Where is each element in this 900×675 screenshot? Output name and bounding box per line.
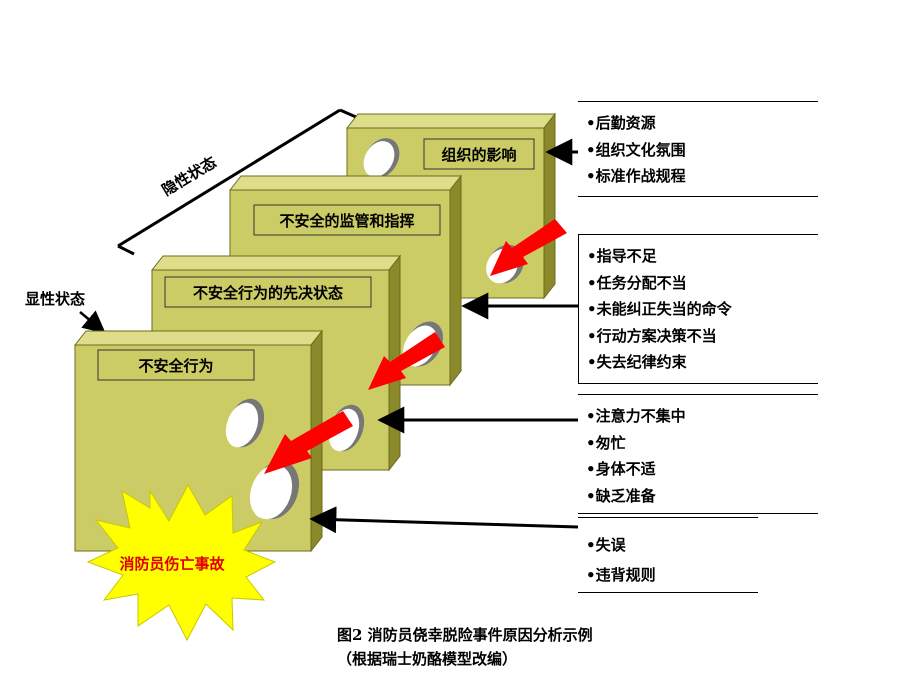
list-item: •失误 xyxy=(586,536,626,554)
list-item: •组织文化氛围 xyxy=(586,140,686,159)
accident-burst xyxy=(86,483,277,642)
cause-list-unsafe-acts: •失误 •违背规则 xyxy=(578,517,758,593)
list-item: •标准作战规程 xyxy=(586,167,686,185)
list-item: •匆忙 xyxy=(586,433,626,452)
cause-list-organizational: •后勤资源 •组织文化氛围 •标准作战规程 xyxy=(578,101,818,197)
layer-label-unsafe-acts: 不安全行为 xyxy=(138,357,213,375)
cause-list-supervision: •指导不足 •任务分配不当 •未能纠正失当的命令 •行动方案决策不当 •失去纪律… xyxy=(578,234,818,384)
list-item: •行动方案决策不当 xyxy=(587,326,717,345)
list-item: •注意力不集中 xyxy=(586,407,686,425)
list-item: •指导不足 xyxy=(587,247,657,265)
hazard-arrow-1 xyxy=(490,219,567,276)
list-item: •后勤资源 xyxy=(586,114,656,132)
list-item: •任务分配不当 xyxy=(587,273,687,292)
figure-caption: 图2 消防员侥幸脱险事件原因分析示例 xyxy=(337,626,593,644)
cause-list-preconditions: •注意力不集中 •匆忙 •身体不适 •缺乏准备 xyxy=(578,394,818,514)
list-item: •缺乏准备 xyxy=(586,486,656,505)
hazard-arrow-3 xyxy=(264,411,353,474)
latent-state-bracket xyxy=(117,108,357,256)
layer-label-supervision: 不安全的监管和指挥 xyxy=(279,212,414,230)
list-item: •身体不适 xyxy=(586,460,656,478)
layer-unsafe-acts xyxy=(73,329,324,553)
active-state-label: 显性状态 xyxy=(25,290,85,308)
figure-caption-source: （根据瑞士奶酪模型改编） xyxy=(337,650,518,668)
outcome-label: 消防员伤亡事故 xyxy=(119,555,225,573)
list-item: •失去纪律约束 xyxy=(587,353,687,371)
connector-arrow-unsafe-acts xyxy=(309,506,579,534)
latent-state-label: 隐性状态 xyxy=(159,153,220,199)
layer-label-preconditions: 不安全行为的先决状态 xyxy=(193,284,343,302)
list-item: •违背规则 xyxy=(586,566,656,584)
active-state-arrow xyxy=(79,310,106,334)
hazard-arrow-2 xyxy=(368,332,445,390)
layer-label-org: 组织的影响 xyxy=(441,146,516,164)
list-item: •未能纠正失当的命令 xyxy=(587,300,732,318)
